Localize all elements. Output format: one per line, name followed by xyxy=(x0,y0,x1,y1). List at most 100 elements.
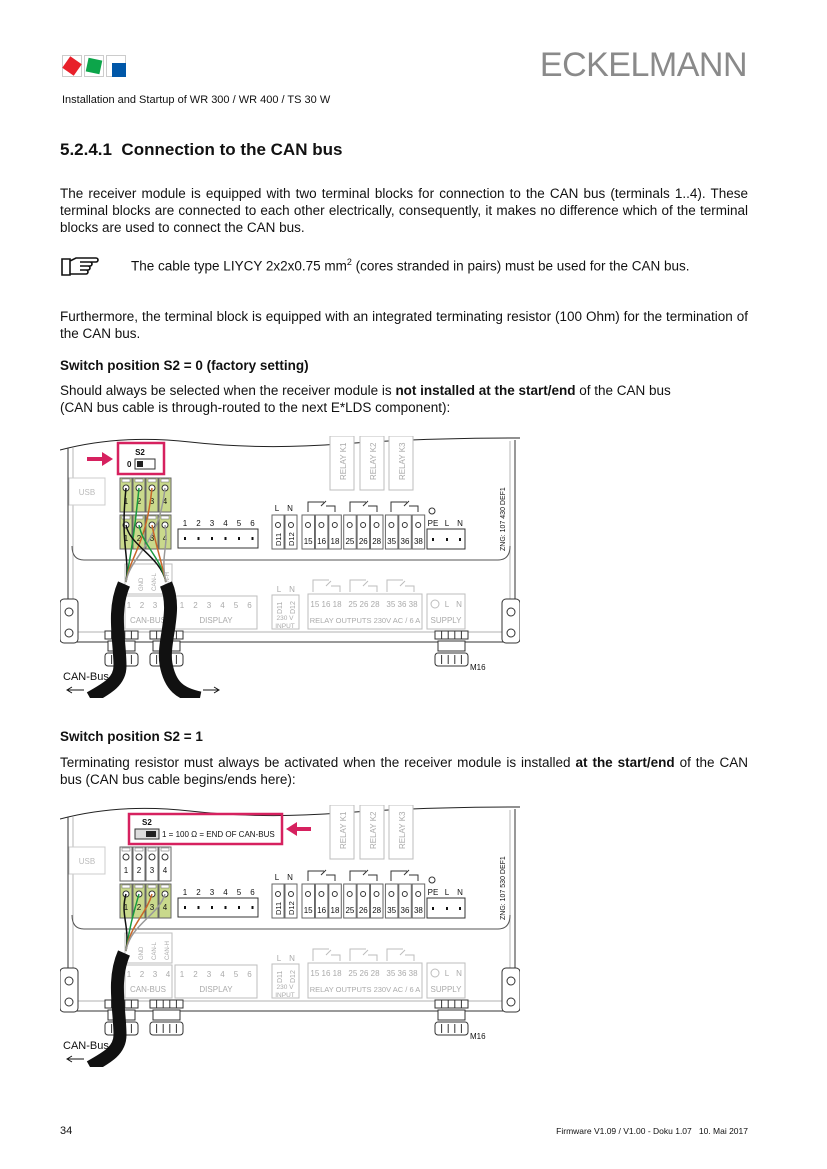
gland-size-label: M16 xyxy=(470,663,486,672)
cable-wire xyxy=(125,487,166,583)
relay-terminal xyxy=(356,514,371,550)
note-superscript: 2 xyxy=(346,257,352,267)
connector-number: 3 xyxy=(210,888,215,897)
input-label-box xyxy=(271,594,300,630)
display-number: 6 xyxy=(247,601,252,610)
relay-group-label: 25 26 28 xyxy=(348,600,380,609)
relay-terminal-number: 18 xyxy=(331,906,340,915)
mounting-hole-icon xyxy=(64,607,74,617)
terminal-tab xyxy=(160,847,170,852)
note-text-end: (cores stranded in pairs) must be used f… xyxy=(351,258,690,274)
relay-group-label: 15 16 18 xyxy=(310,969,342,978)
relay-terminal-number: 15 xyxy=(304,906,313,915)
relay-terminal-number: 35 xyxy=(387,537,396,546)
ground-icon xyxy=(428,876,436,884)
display-number: 1 xyxy=(180,970,185,979)
l-label: L xyxy=(445,600,450,609)
pin xyxy=(238,906,240,909)
terminal-tab xyxy=(160,478,170,483)
upper-panel xyxy=(71,914,511,930)
terminal-tab xyxy=(121,478,131,483)
can-cable xyxy=(158,581,202,698)
terminal-screw-icon xyxy=(388,891,395,897)
terminal-screw-icon xyxy=(415,891,422,897)
terminal-number: 2 xyxy=(137,903,142,912)
connector-number: 1 xyxy=(183,519,188,528)
relay-label: RELAY K2 xyxy=(369,442,378,480)
wire-label: CAN-H xyxy=(165,941,171,960)
cable-gland-cap xyxy=(434,652,469,667)
housing-top-edge xyxy=(60,806,520,820)
arrow-icon xyxy=(286,822,297,836)
connector-number: 6 xyxy=(250,519,255,528)
pe-label: PE xyxy=(428,519,439,528)
terminal-tab xyxy=(160,515,170,520)
relay-terminal-number: 25 xyxy=(345,906,354,915)
display-number: 3 xyxy=(207,970,212,979)
terminal-tab xyxy=(160,884,170,889)
cable-wire xyxy=(163,524,167,583)
arrow-right-icon xyxy=(203,686,220,694)
relay-contact-icon xyxy=(386,579,415,592)
wire-label: CAN-H xyxy=(165,572,171,591)
can-bus-cable-label: CAN-Bus xyxy=(63,1040,109,1052)
green-square-icon xyxy=(85,57,103,75)
relay-terminal xyxy=(370,514,384,550)
document-subtitle: Installation and Startup of WR 300 / WR … xyxy=(62,94,331,106)
relay-group-label: 35 36 38 xyxy=(386,600,418,609)
mounting-hole-icon xyxy=(64,628,74,638)
cable-gland-cap xyxy=(434,1021,469,1036)
terminal-tab xyxy=(147,478,157,483)
relay-label: RELAY K3 xyxy=(398,811,407,849)
display-number: 5 xyxy=(234,970,239,979)
terminal-screw-icon xyxy=(275,522,281,528)
page-number: 34 xyxy=(60,1125,73,1137)
section-heading: 5.2.4.1 Connection to the CAN bus xyxy=(60,140,343,159)
connector-number: 2 xyxy=(196,519,201,528)
can-cable xyxy=(86,950,131,1067)
relay-terminal-number: 28 xyxy=(372,537,381,546)
ground-icon xyxy=(428,507,436,515)
display-number: 4 xyxy=(220,601,225,610)
can-terminal xyxy=(132,846,146,882)
can-terminal xyxy=(158,477,172,513)
terminal-screw-icon xyxy=(401,891,408,897)
s2-highlight-box xyxy=(116,441,166,476)
relay-terminal-number: 26 xyxy=(359,537,368,546)
brand-name: ECKELMANN xyxy=(539,46,748,84)
relay-terminal xyxy=(314,514,329,550)
can-bus-number: 2 xyxy=(140,970,145,979)
can-bus-number: 3 xyxy=(153,601,158,610)
wire-label-box xyxy=(124,932,173,964)
s2-0-paragraph: Should always be selected when the recei… xyxy=(60,382,748,416)
terminal-number: 3 xyxy=(150,534,155,543)
mounting-hole-icon xyxy=(64,997,74,1007)
relay-terminal-number: 36 xyxy=(401,906,410,915)
terminal-screw-icon xyxy=(318,522,325,528)
l-label: L xyxy=(445,969,450,978)
relay-terminal xyxy=(343,883,357,919)
display-connector xyxy=(177,897,259,918)
dip-switch-knob xyxy=(146,831,156,837)
s2-0-heading: Switch position S2 = 0 (factory setting) xyxy=(60,358,309,373)
connector-number: 6 xyxy=(250,888,255,897)
terminal-number: 4 xyxy=(163,866,168,875)
cable-gland xyxy=(434,999,469,1009)
s2-value: 1 = 100 Ω = END OF CAN-BUS xyxy=(162,830,275,839)
connector-number: 1 xyxy=(183,888,188,897)
n-label: N xyxy=(456,969,462,978)
display-number: 5 xyxy=(234,601,239,610)
n-label: N xyxy=(289,585,295,594)
pin xyxy=(446,538,448,541)
gland-size-label: M16 xyxy=(470,1032,486,1041)
wire-label: CAN-L xyxy=(152,941,158,960)
mounting-tab xyxy=(60,967,79,1013)
relay-group-label: 25 26 28 xyxy=(348,969,380,978)
s2-1-heading: Switch position S2 = 1 xyxy=(60,729,203,744)
wire-label: GND xyxy=(139,577,145,591)
can-terminal xyxy=(158,846,172,882)
relay-outputs-box xyxy=(307,593,423,630)
input-terminal xyxy=(284,883,298,919)
